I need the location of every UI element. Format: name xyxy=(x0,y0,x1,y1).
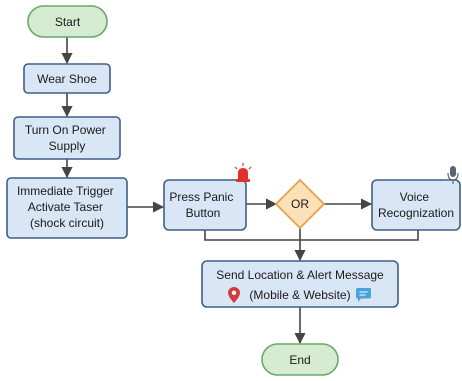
immediate-trigger-node: Immediate Trigger Activate Taser (shock … xyxy=(6,177,128,239)
press-panic-line-1: Press Panic xyxy=(169,190,233,204)
siren-icon xyxy=(234,163,252,182)
start-label: Start xyxy=(55,15,81,29)
power-supply-line-2: Supply xyxy=(49,139,86,153)
wear-shoe-node: Wear Shoe xyxy=(23,63,111,94)
send-alert-line-2: (Mobile & Website) xyxy=(249,288,350,302)
press-panic-line-2: Button xyxy=(186,206,221,220)
end-node: End xyxy=(261,343,339,376)
power-supply-node: Turn On Power Supply xyxy=(13,116,121,160)
voice-recognition-line-1: Voice xyxy=(400,190,430,204)
chat-bubble-icon xyxy=(356,288,371,302)
immediate-trigger-line-3: (shock circuit) xyxy=(30,216,104,230)
microphone-icon xyxy=(447,166,459,184)
start-node: Start xyxy=(27,5,108,38)
voice-recognition-node: Voice Recognization xyxy=(371,166,461,231)
or-decision-node: OR xyxy=(274,178,326,230)
power-supply-line-1: Turn On Power xyxy=(25,123,106,137)
power-supply-label: Turn On Power Supply xyxy=(25,123,109,153)
edge-panic-down-join xyxy=(204,230,300,241)
send-alert-node: Send Location & Alert Message (Mobile & … xyxy=(201,260,399,308)
edges xyxy=(61,37,419,345)
immediate-trigger-line-1: Immediate Trigger xyxy=(17,184,114,198)
voice-recognition-label: Voice Recognization xyxy=(378,190,454,220)
immediate-trigger-line-2: Activate Taser xyxy=(28,200,103,214)
send-alert-line-1: Send Location & Alert Message xyxy=(216,268,384,282)
press-panic-node: Press Panic Button xyxy=(163,163,252,231)
location-pin-icon xyxy=(228,287,240,303)
or-label: OR xyxy=(291,197,309,211)
end-label: End xyxy=(289,353,310,367)
voice-recognition-line-2: Recognization xyxy=(378,206,454,220)
wear-shoe-label: Wear Shoe xyxy=(37,72,97,86)
edge-voice-down-join xyxy=(300,230,419,241)
press-panic-label: Press Panic Button xyxy=(169,190,236,220)
immediate-trigger-label: Immediate Trigger Activate Taser (shock … xyxy=(17,184,117,230)
